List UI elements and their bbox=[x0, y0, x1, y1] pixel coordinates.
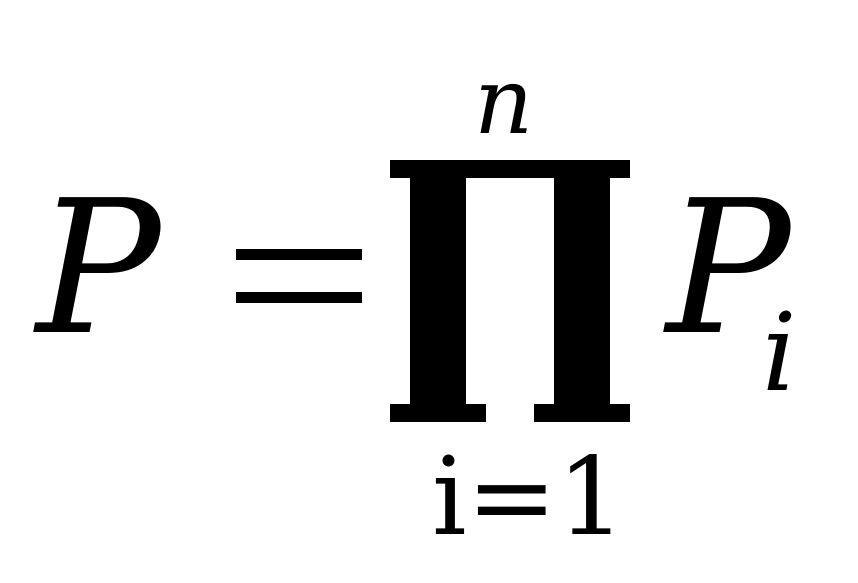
equals-sign bbox=[236, 235, 362, 317]
upper-limit: n bbox=[474, 48, 534, 155]
lower-limit: i=1 bbox=[432, 435, 626, 560]
equals-bottom-bar bbox=[236, 292, 362, 303]
product-term: P bbox=[666, 160, 791, 376]
equals-top-bar bbox=[236, 249, 362, 260]
term-subscript: i bbox=[762, 291, 797, 416]
product-operator bbox=[388, 160, 632, 422]
formula-lhs: P bbox=[36, 160, 161, 376]
product-glyph bbox=[390, 160, 630, 422]
